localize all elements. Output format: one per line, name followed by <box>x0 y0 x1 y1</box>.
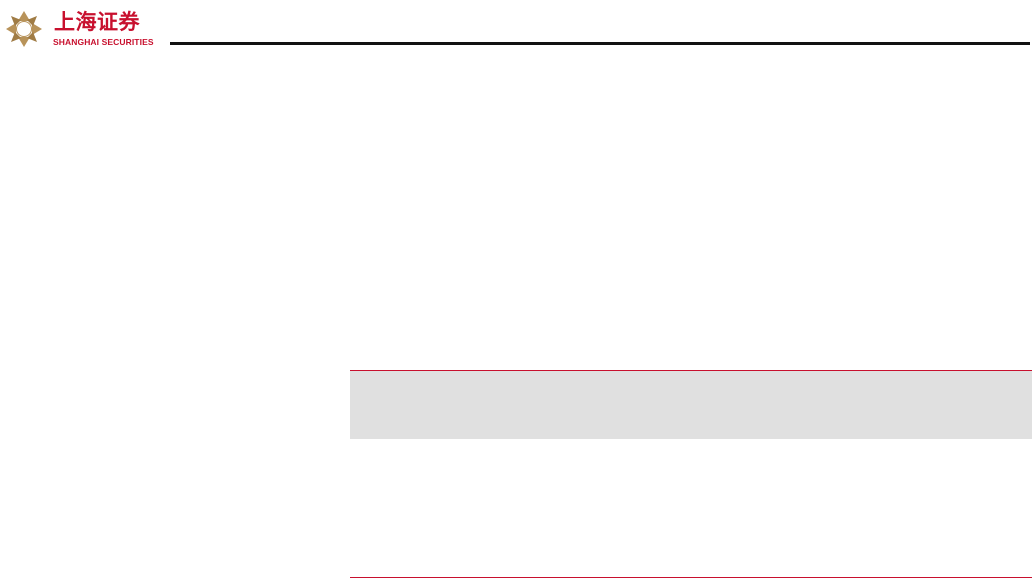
page-header: 上海证券 SHANGHAI SECURITIES <box>0 0 1033 50</box>
table-header-row <box>350 371 1032 439</box>
header-divider-line <box>170 42 1030 45</box>
logo-name-chinese: 上海证券 <box>54 10 140 34</box>
table-top-rule <box>350 370 1032 371</box>
shanghai-securities-logo-mark-icon <box>6 11 42 47</box>
table-bottom-rule <box>350 577 1032 578</box>
company-logo: 上海证券 SHANGHAI SECURITIES <box>4 6 159 47</box>
logo-name-english: SHANGHAI SECURITIES <box>53 37 154 47</box>
table-body <box>350 439 1032 577</box>
report-table <box>350 370 1032 580</box>
